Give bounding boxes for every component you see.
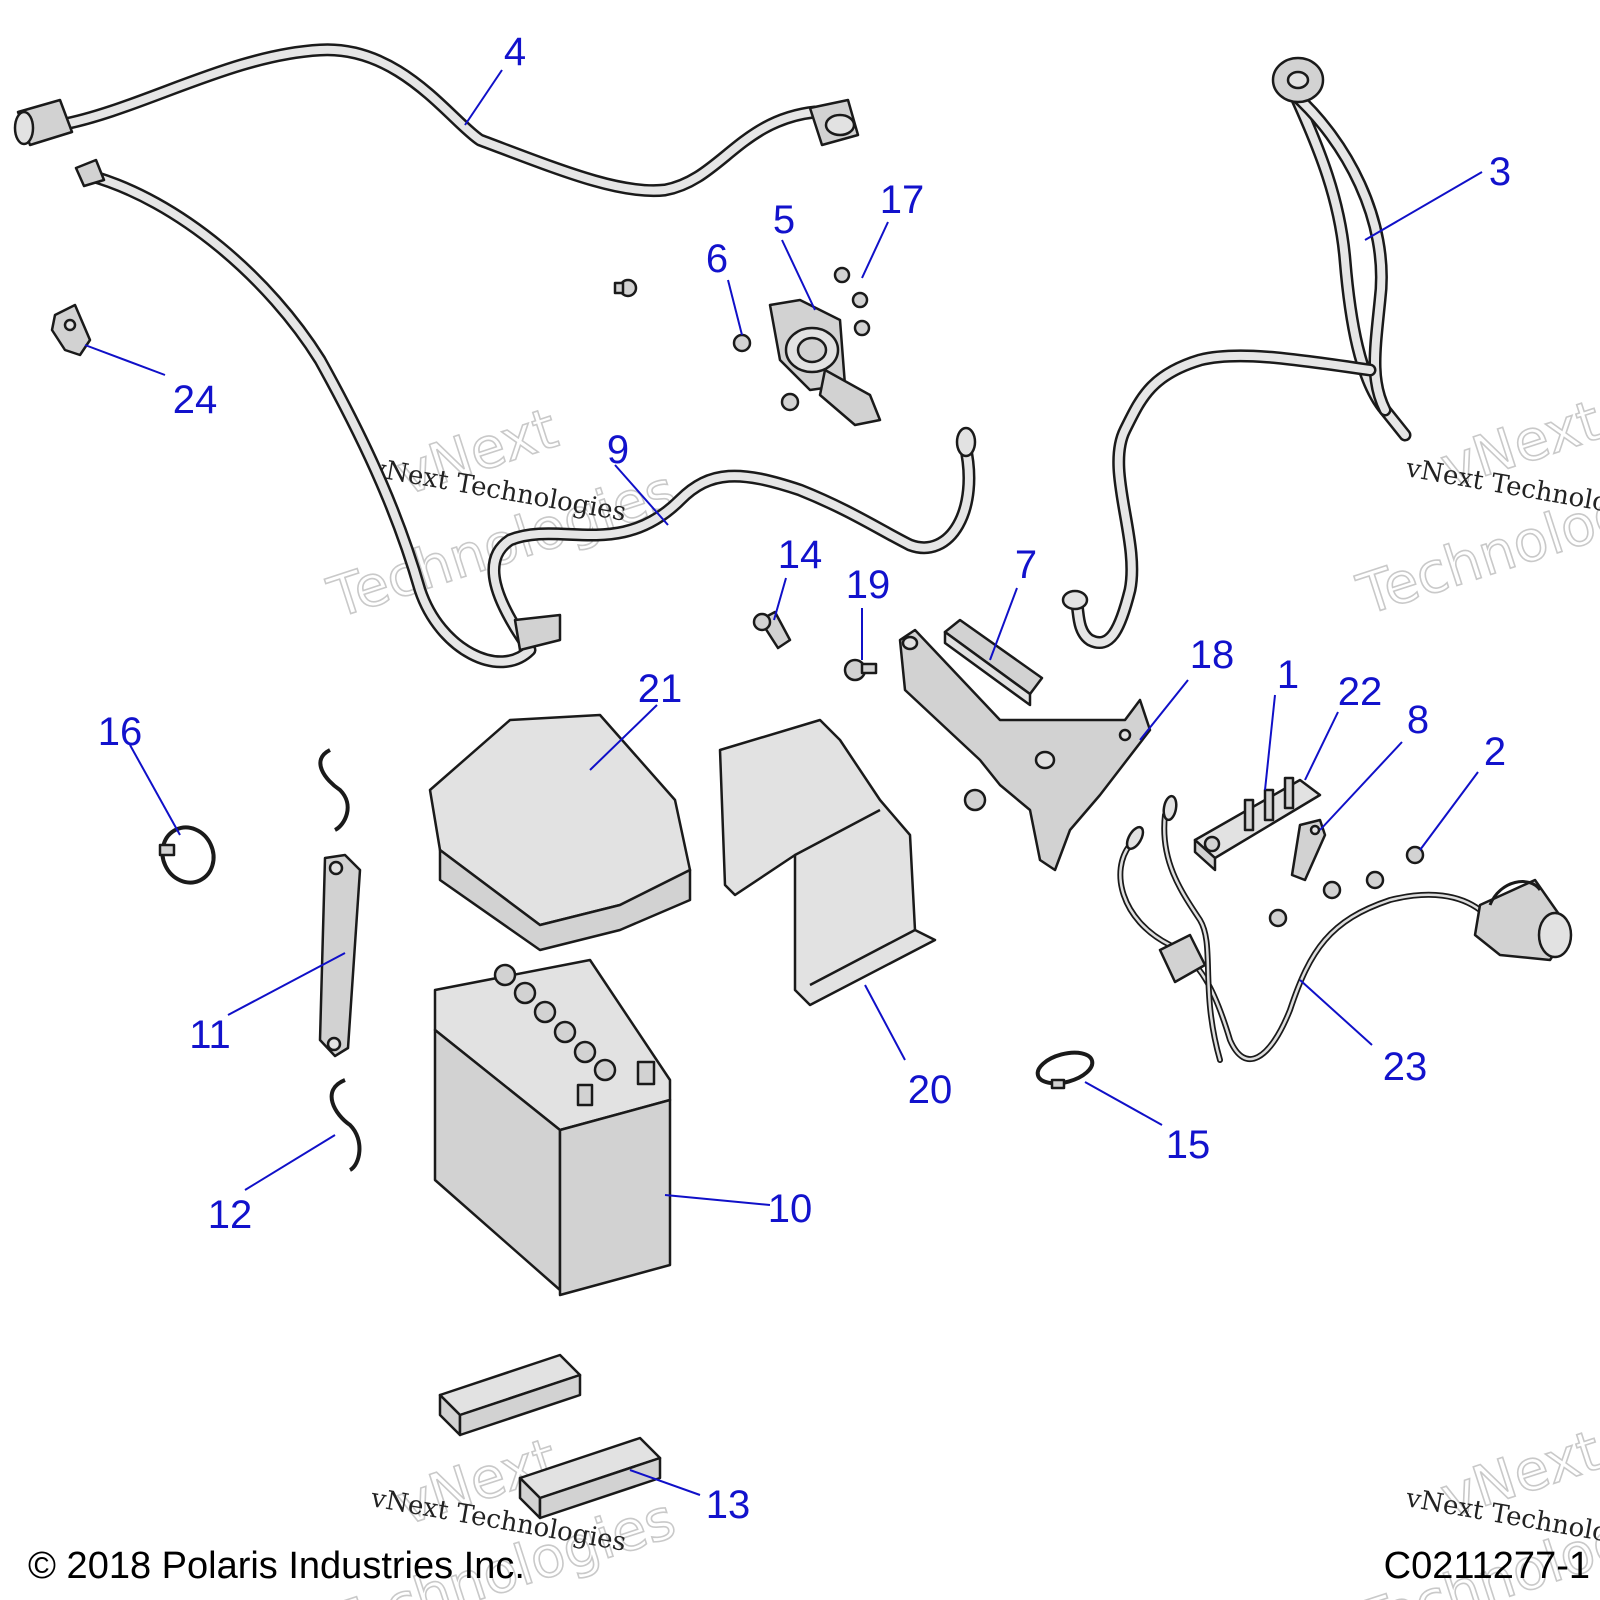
- callout-11: 11: [189, 1013, 231, 1057]
- callout-17: 17: [880, 178, 925, 222]
- nut-19: [843, 658, 878, 682]
- callout-13: 13: [706, 1483, 751, 1527]
- callout-14: 14: [778, 533, 823, 577]
- callout-10: 10: [768, 1187, 813, 1231]
- callout-3: 3: [1489, 150, 1511, 194]
- callout-24: 24: [173, 378, 218, 422]
- callout-19: 19: [846, 563, 891, 607]
- pad-13: [438, 1353, 662, 1520]
- callout-9: 9: [607, 428, 629, 472]
- wire-harness-23: [1117, 794, 1573, 1063]
- callout-1: 1: [1277, 653, 1299, 697]
- callout-15: 15: [1166, 1123, 1211, 1167]
- callout-16: 16: [98, 710, 143, 754]
- callout-6: 6: [706, 237, 728, 281]
- callout-5: 5: [773, 198, 795, 242]
- hook-12-lower: [329, 1078, 362, 1172]
- callout-23: 23: [1383, 1045, 1428, 1089]
- callout-21: 21: [638, 667, 683, 711]
- callout-2: 2: [1484, 730, 1506, 774]
- screw-14: [752, 610, 792, 650]
- battery-cover-21: [428, 713, 692, 952]
- diagram-code: C0211277-1: [1384, 1545, 1590, 1587]
- hook-12-upper: [318, 748, 350, 832]
- callout-22: 22: [1338, 670, 1383, 714]
- bracket-8: [1290, 818, 1327, 882]
- fastener-cluster-right: [1268, 845, 1425, 928]
- clip-24: [50, 303, 92, 357]
- callout-18: 18: [1190, 633, 1235, 677]
- heat-shield-20: [718, 718, 937, 1007]
- callout-12: 12: [208, 1193, 253, 1237]
- callout-7: 7: [1015, 543, 1037, 587]
- terminal-block-1: [1193, 776, 1322, 872]
- leader-lines: [84, 69, 1483, 1496]
- cable-tie-16: [158, 825, 216, 885]
- callout-20: 20: [908, 1068, 953, 1112]
- battery-cable-3: [1061, 56, 1412, 649]
- battery-10: [433, 958, 672, 1297]
- watermark-top-right: vNext Technologies vNext Technologies: [1349, 388, 1600, 630]
- callout-8: 8: [1407, 698, 1429, 742]
- solenoid-5: [768, 266, 882, 427]
- ground-cable-9: [74, 158, 977, 669]
- battery-cable-4: [13, 43, 860, 198]
- fastener-cluster-top: [613, 278, 800, 412]
- copyright-text: © 2018 Polaris Industries Inc.: [28, 1545, 525, 1587]
- bracket-18: [898, 628, 1152, 872]
- pad-7: [943, 618, 1044, 707]
- cable-tie-15: [1035, 1050, 1095, 1090]
- callout-numbers: 1 2 3 4 5 6 7 8 9 10 11 12 13 14 15 16 1…: [98, 30, 1511, 1527]
- callout-4: 4: [504, 30, 526, 74]
